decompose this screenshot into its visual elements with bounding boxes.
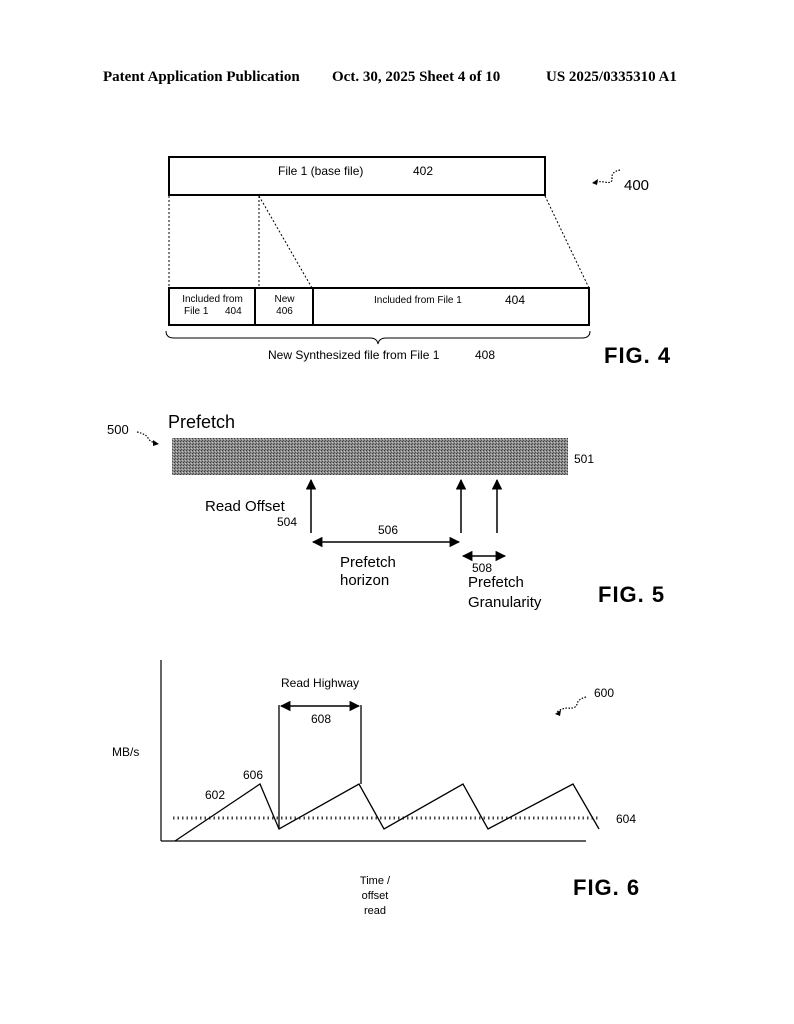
y-axis-label: MB/s xyxy=(112,745,140,759)
prefetch-bar xyxy=(172,438,568,475)
projection-lines xyxy=(168,195,590,289)
ref-500-arrow xyxy=(136,431,157,444)
segment-1-line-1: Included from xyxy=(182,294,243,305)
fig-4-caption: FIG. 4 xyxy=(604,343,672,368)
segment-3-ref: 404 xyxy=(505,293,526,307)
bar-ref-501: 501 xyxy=(574,452,595,466)
synthesized-label: New Synthesized file from File 1 xyxy=(268,348,440,362)
horizon-ref: 506 xyxy=(378,523,399,537)
publication-label: Patent Application Publication xyxy=(103,69,300,85)
fig-5-caption: FIG. 5 xyxy=(598,582,666,607)
segment-1-line-2: File 1 xyxy=(184,306,209,317)
base-file-ref: 402 xyxy=(413,164,434,178)
granularity-ref: 508 xyxy=(472,561,493,575)
x-axis-label-2: offset xyxy=(361,890,389,902)
prefetch-title: Prefetch xyxy=(168,412,236,432)
granularity-label-2: Granularity xyxy=(468,594,542,611)
threshold-ref: 604 xyxy=(616,812,637,826)
ref-500: 500 xyxy=(107,422,129,437)
x-axis-label-1: Time / xyxy=(359,875,391,887)
segment-3-label: Included from File 1 xyxy=(374,295,462,306)
horizon-label-2: horizon xyxy=(340,572,390,589)
synthesized-brace xyxy=(165,330,591,345)
synthesized-file-box xyxy=(168,287,590,326)
read-highway-label: Read Highway xyxy=(281,676,360,690)
read-offset-ref: 504 xyxy=(277,515,298,529)
date-sheet-label: Oct. 30, 2025 Sheet 4 of 10 xyxy=(332,69,501,85)
patent-number: US 2025/0335310 A1 xyxy=(546,69,677,85)
ref-400: 400 xyxy=(624,177,650,194)
read-highway-ref: 608 xyxy=(311,712,332,726)
horizon-label-1: Prefetch xyxy=(340,554,396,571)
peak-ref: 606 xyxy=(243,768,264,782)
ramp-ref: 602 xyxy=(205,788,226,802)
ref-600-arrow xyxy=(556,696,587,713)
granularity-label-1: Prefetch xyxy=(468,574,524,591)
fig-6-caption: FIG. 6 xyxy=(573,875,641,900)
x-axis-label-3: read xyxy=(363,905,387,917)
segment-1-ref: 404 xyxy=(225,306,242,317)
base-file-label: File 1 (base file) xyxy=(278,164,364,178)
throughput-sawtooth xyxy=(174,783,600,842)
ref-400-arrow xyxy=(591,169,621,184)
base-file-box xyxy=(168,156,546,196)
synthesized-ref: 408 xyxy=(475,348,496,362)
ref-600: 600 xyxy=(594,686,615,700)
segment-2-ref: 406 xyxy=(276,306,293,317)
read-offset-label: Read Offset xyxy=(205,498,285,515)
segment-2-line-1: New xyxy=(274,294,295,305)
